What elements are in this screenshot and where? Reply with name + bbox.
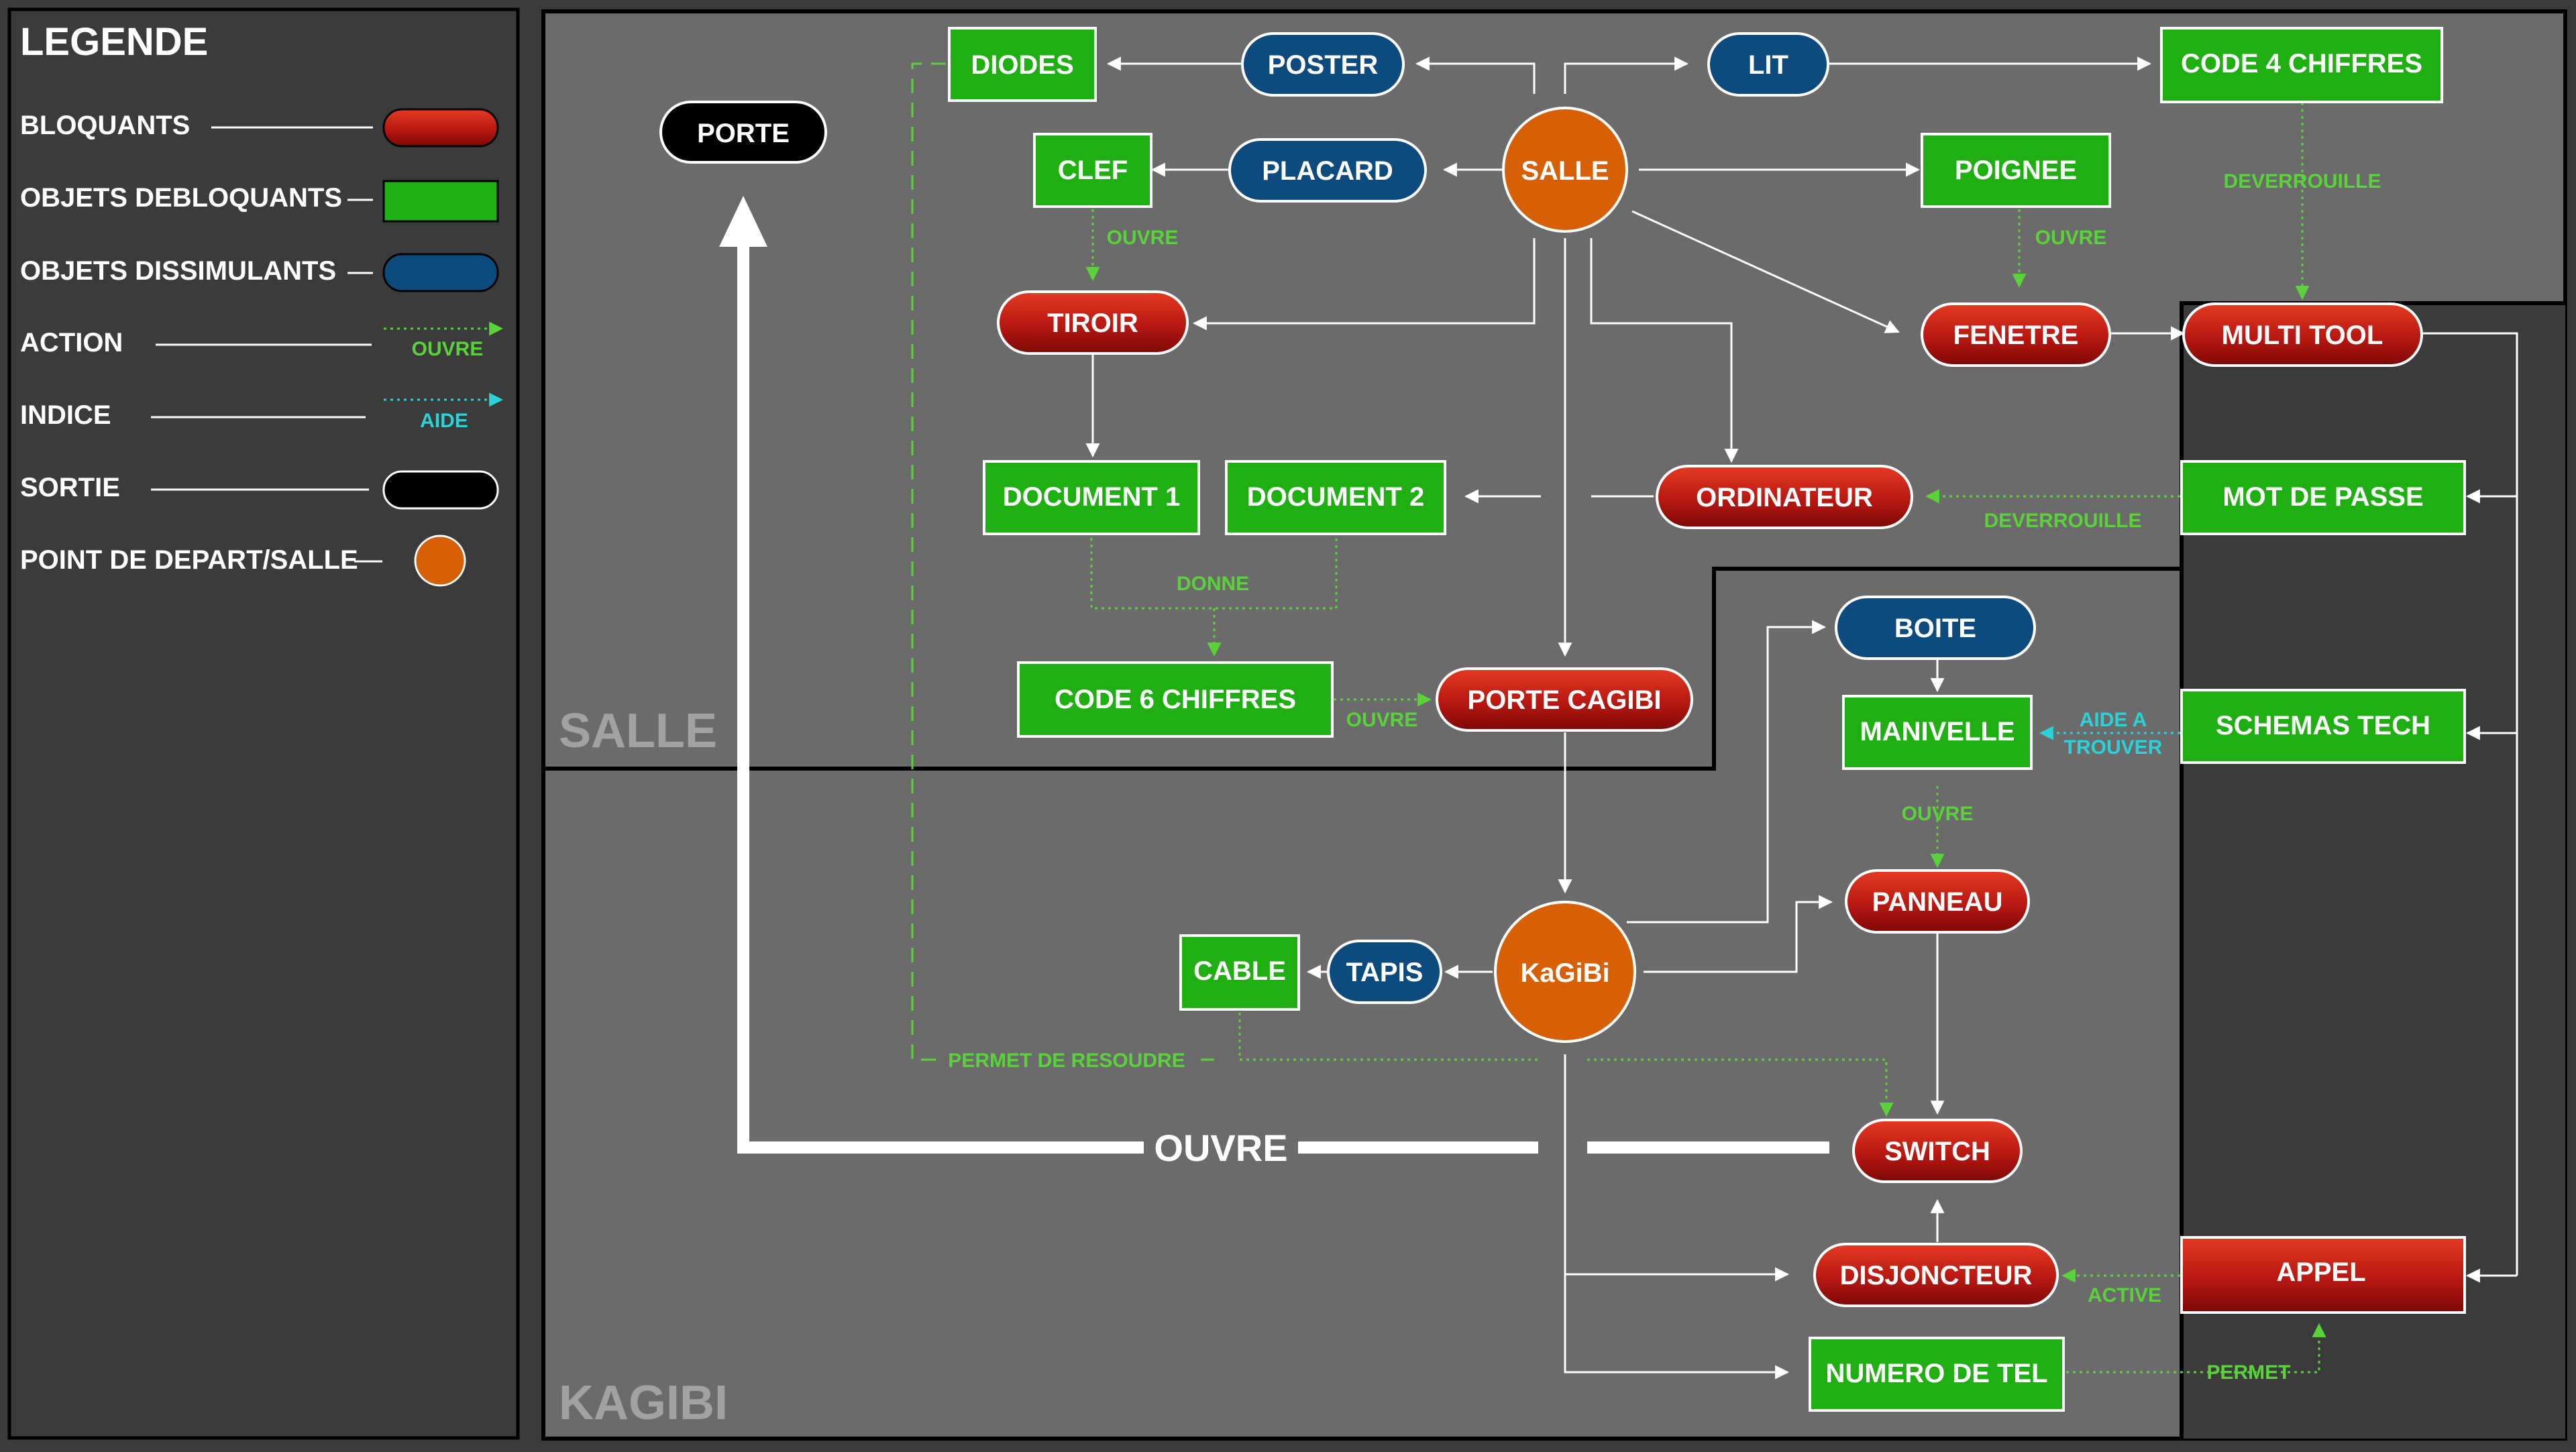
edge-label-donne: DONNE xyxy=(1177,573,1249,595)
node-kagibi[interactable]: KaGiBi xyxy=(1494,901,1636,1043)
zone-label-kagibi: KAGIBI xyxy=(559,1376,728,1430)
node-poignee[interactable]: POIGNEE xyxy=(1921,133,2111,208)
node-mot-de-passe[interactable]: MOT DE PASSE xyxy=(2180,460,2466,535)
node-salle[interactable]: SALLE xyxy=(1502,107,1628,233)
svg-text:SALLE: SALLE xyxy=(1521,156,1609,186)
svg-text:SWITCH: SWITCH xyxy=(1884,1137,1990,1166)
node-schemas-tech[interactable]: SCHEMAS TECH xyxy=(2180,689,2466,764)
legend-label-sortie: SORTIE xyxy=(20,473,120,502)
edge-label-permet-resoudre: PERMET DE RESOUDRE xyxy=(948,1050,1185,1072)
node-manivelle[interactable]: MANIVELLE xyxy=(1842,695,2033,770)
legend-sample-indice: AIDE xyxy=(420,410,468,432)
edge-label-trouver: TROUVER xyxy=(2064,736,2163,759)
action-connectors xyxy=(1085,103,2326,1374)
legend-label-bloquants: BLOQUANTS xyxy=(20,111,190,140)
node-tapis[interactable]: TAPIS xyxy=(1327,940,1442,1004)
svg-text:DIODES: DIODES xyxy=(971,50,1073,80)
node-placard[interactable]: PLACARD xyxy=(1228,138,1427,203)
svg-text:KaGiBi: KaGiBi xyxy=(1520,958,1609,988)
node-ordinateur[interactable]: ORDINATEUR xyxy=(1656,465,1913,529)
legend-label-indice: INDICE xyxy=(20,400,111,430)
node-switch[interactable]: SWITCH xyxy=(1852,1119,2023,1183)
edge-label-active: ACTIVE xyxy=(2088,1284,2161,1306)
connectors xyxy=(1085,56,2518,1380)
svg-text:ORDINATEUR: ORDINATEUR xyxy=(1696,483,1873,512)
svg-text:PORTE: PORTE xyxy=(697,119,790,148)
node-cable[interactable]: CABLE xyxy=(1179,934,1300,1011)
svg-text:TAPIS: TAPIS xyxy=(1346,958,1424,987)
edge-label-ouvre-exit: OUVRE xyxy=(1154,1127,1287,1169)
svg-text:NUMERO DE TEL: NUMERO DE TEL xyxy=(1825,1359,2047,1388)
legend-label-debloquants: OBJETS DEBLOQUANTS xyxy=(20,183,342,213)
svg-text:MANIVELLE: MANIVELLE xyxy=(1860,717,2015,746)
legend-title: LEGENDE xyxy=(20,20,208,64)
node-clef[interactable]: CLEF xyxy=(1033,133,1152,208)
svg-text:POSTER: POSTER xyxy=(1268,50,1379,80)
node-porte-cagibi[interactable]: PORTE CAGIBI xyxy=(1436,667,1693,732)
svg-text:APPEL: APPEL xyxy=(2276,1258,2365,1287)
legend-swatch-sortie xyxy=(382,470,499,510)
node-lit[interactable]: LIT xyxy=(1707,32,1829,97)
node-fenetre[interactable]: FENETRE xyxy=(1921,302,2111,367)
node-porte[interactable]: PORTE xyxy=(659,101,827,164)
svg-text:PLACARD: PLACARD xyxy=(1262,156,1393,186)
permet-resoudre-connector xyxy=(911,62,1214,1061)
node-boite[interactable]: BOITE xyxy=(1835,596,2036,660)
legend-label-depart: POINT DE DEPART/SALLE xyxy=(20,545,358,575)
svg-text:CODE 6 CHIFFRES: CODE 6 CHIFFRES xyxy=(1055,685,1296,714)
svg-text:MULTI TOOL: MULTI TOOL xyxy=(2222,321,2383,350)
edge-label-ouvre-manivelle: OUVRE xyxy=(1902,803,1974,825)
node-panneau[interactable]: PANNEAU xyxy=(1845,869,2030,934)
legend-label-dissimulants: OBJETS DISSIMULANTS xyxy=(20,256,336,286)
node-disjoncteur[interactable]: DISJONCTEUR xyxy=(1813,1243,2059,1307)
svg-text:DISJONCTEUR: DISJONCTEUR xyxy=(1840,1261,2033,1290)
edge-label-aide-a: AIDE A xyxy=(2080,709,2147,731)
svg-text:CODE 4 CHIFFRES: CODE 4 CHIFFRES xyxy=(2181,49,2422,78)
node-appel[interactable]: APPEL xyxy=(2180,1236,2466,1314)
svg-text:LIT: LIT xyxy=(1748,50,1788,80)
svg-text:PORTE CAGIBI: PORTE CAGIBI xyxy=(1468,685,1662,715)
legend-label-action: ACTION xyxy=(20,328,123,357)
node-numero-de-tel[interactable]: NUMERO DE TEL xyxy=(1809,1337,2065,1412)
svg-text:MOT DE PASSE: MOT DE PASSE xyxy=(2222,482,2423,512)
zone-label-salle: SALLE xyxy=(559,704,717,758)
svg-text:SCHEMAS TECH: SCHEMAS TECH xyxy=(2216,711,2430,740)
edge-label-deverrouille-code4: DEVERROUILLE xyxy=(2223,170,2381,192)
svg-text:DOCUMENT 1: DOCUMENT 1 xyxy=(1003,482,1180,512)
svg-text:BOITE: BOITE xyxy=(1894,614,1976,643)
legend-swatch-dissimulants xyxy=(382,253,499,292)
svg-text:DOCUMENT 2: DOCUMENT 2 xyxy=(1247,482,1424,512)
node-code-4-chiffres[interactable]: CODE 4 CHIFFRES xyxy=(2160,27,2443,103)
edge-label-deverrouille-mdp: DEVERROUILLE xyxy=(1984,510,2141,532)
legend-swatch-bloquants xyxy=(382,108,499,148)
legend-sample-action: OUVRE xyxy=(412,338,484,360)
node-code-6-chiffres[interactable]: CODE 6 CHIFFRES xyxy=(1017,661,1334,738)
edge-label-ouvre-clef: OUVRE xyxy=(1107,227,1179,249)
legend-swatch-depart xyxy=(414,535,466,587)
svg-text:CLEF: CLEF xyxy=(1058,156,1128,185)
legend-panel xyxy=(7,7,520,1440)
svg-text:FENETRE: FENETRE xyxy=(1953,321,2079,350)
legend-swatch-debloquants xyxy=(382,180,499,223)
edge-label-ouvre-poignee: OUVRE xyxy=(2035,227,2107,249)
node-poster[interactable]: POSTER xyxy=(1241,32,1405,97)
node-multi-tool[interactable]: MULTI TOOL xyxy=(2182,302,2423,367)
svg-text:TIROIR: TIROIR xyxy=(1047,309,1138,338)
edge-label-ouvre-code6: OUVRE xyxy=(1346,709,1418,731)
edge-label-permet: PERMET xyxy=(2206,1361,2290,1384)
svg-text:POIGNEE: POIGNEE xyxy=(1955,156,2077,185)
node-document-1[interactable]: DOCUMENT 1 xyxy=(983,460,1200,535)
node-document-2[interactable]: DOCUMENT 2 xyxy=(1225,460,1446,535)
svg-text:CABLE: CABLE xyxy=(1193,956,1286,986)
exit-path xyxy=(719,196,1829,1168)
svg-text:PANNEAU: PANNEAU xyxy=(1872,887,2003,917)
node-tiroir[interactable]: TIROIR xyxy=(997,290,1189,355)
node-diodes[interactable]: DIODES xyxy=(948,27,1097,102)
